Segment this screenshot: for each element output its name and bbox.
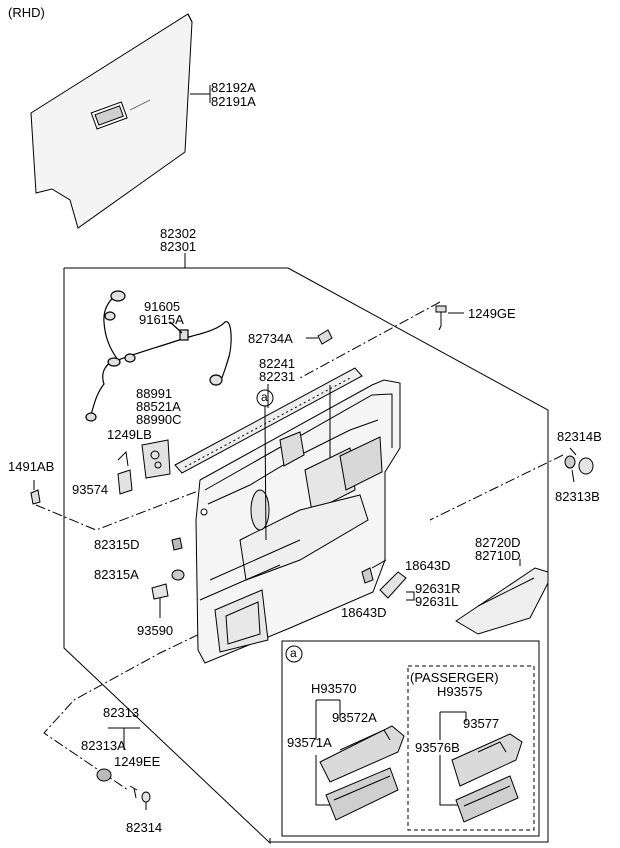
callout-a-on-door: a (261, 390, 268, 404)
part-label-82315d: 82315D (94, 537, 140, 552)
lamp-93590-illustration (151, 583, 169, 618)
passenger-detail-frame (407, 665, 535, 831)
part-label-82241: 82241 (259, 356, 296, 371)
leader-trim (190, 85, 211, 103)
switch-88991-illustration (117, 439, 171, 495)
part-label-93590: 93590 (137, 623, 174, 638)
part-label-88990c: 88990C (136, 412, 182, 427)
part-label-82302: 82302 (160, 226, 197, 241)
part-label-18643d-top: 18643D (405, 558, 451, 573)
part-label-93576b: 93576B (415, 740, 460, 755)
part-label-82313: 82313 (103, 705, 140, 720)
part-label-1249lb: 1249LB (107, 427, 152, 442)
part-label-18643d-bottom: 18643D (341, 605, 387, 620)
part-label-88991: 88991 (136, 386, 173, 401)
leader-panel (64, 253, 288, 269)
part-label-1249ge: 1249GE (468, 306, 516, 321)
part-label-82231: 82231 (259, 369, 296, 384)
detail-inset-frame (281, 640, 540, 837)
part-label-93577: 93577 (463, 716, 500, 731)
part-label-82710d: 82710D (475, 548, 521, 563)
part-label-82315a: 82315A (94, 567, 139, 582)
part-label-h93570: H93570 (311, 681, 357, 696)
wiring-harness-illustration (85, 290, 232, 422)
part-label-82720d: 82720D (475, 535, 521, 550)
part-label-91615a: 91615A (139, 312, 184, 327)
part-label-93571a: 93571A (287, 735, 332, 750)
passenger-heading: (PASSERGER) (410, 670, 499, 685)
cover-18643d-illustration (361, 559, 387, 584)
part-label-h93575: H93575 (437, 684, 483, 699)
part-label-82313a: 82313A (81, 738, 126, 753)
rhd-variant-label: (RHD) (8, 5, 45, 20)
part-label-88521a: 88521A (136, 399, 181, 414)
part-label-82313b: 82313B (555, 489, 600, 504)
bolt-1249ge-illustration (435, 305, 464, 331)
part-label-93574: 93574 (72, 482, 109, 497)
passenger-switch-illustration (439, 711, 523, 823)
part-label-92631l: 92631L (415, 594, 459, 609)
clip-82315d-illustration (171, 537, 183, 551)
bracket-92631-illustration (379, 571, 415, 601)
driver-switch-illustration (315, 699, 405, 821)
clip-82734a-illustration (306, 329, 333, 345)
clip-1491ab-illustration (30, 480, 41, 505)
armrest-illustration (455, 559, 549, 635)
grip-82313-illustration (96, 727, 151, 810)
clip-82315a-illustration (171, 569, 185, 581)
part-label-1249ee: 1249EE (114, 754, 161, 769)
door-inner-trim-illustration (195, 379, 401, 664)
callout-leader (264, 406, 267, 541)
part-label-91605: 91605 (144, 299, 181, 314)
part-label-82191a: 82191A (211, 94, 256, 109)
door-trim-panel-illustration (30, 13, 193, 229)
assembly-frame-left (63, 268, 271, 845)
inset-marker-circle (285, 645, 303, 663)
weatherstrip-illustration (174, 367, 363, 474)
part-label-82301: 82301 (160, 239, 197, 254)
part-label-93572a: 93572A (332, 710, 377, 725)
part-label-92631r: 92631R (415, 581, 461, 596)
part-label-82314b: 82314B (557, 429, 602, 444)
inset-a-marker: a (290, 646, 297, 660)
part-label-82314: 82314 (126, 820, 163, 835)
part-label-82192a: 82192A (211, 80, 256, 95)
part-label-1491ab: 1491AB (8, 459, 55, 474)
fastener-82314b-illustration (564, 447, 594, 483)
assembly-frame-right (270, 267, 549, 843)
part-label-82734a: 82734A (248, 331, 293, 346)
